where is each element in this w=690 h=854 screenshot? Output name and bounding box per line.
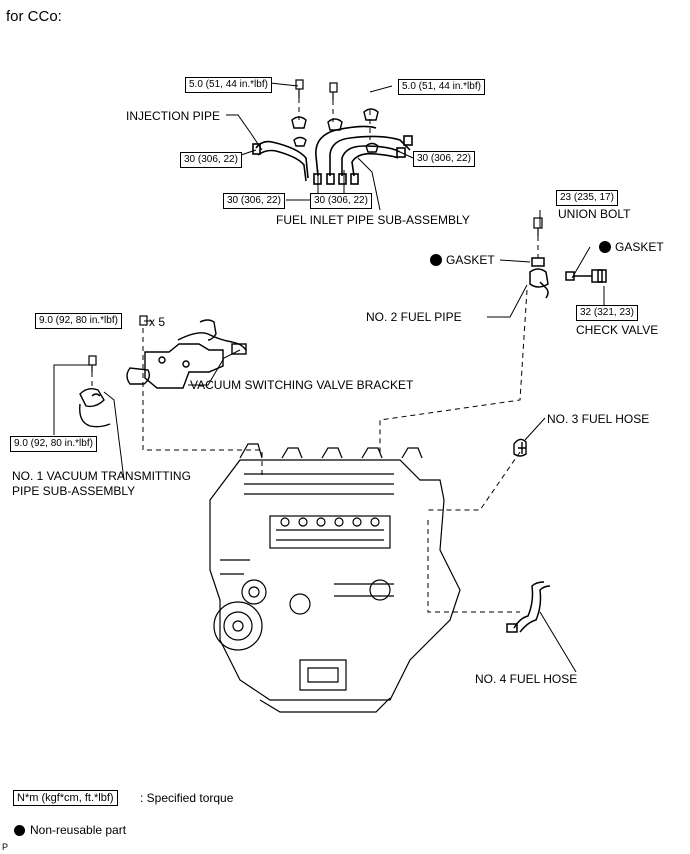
torque-spec-vacuum-pipe-bolt: 9.0 (92, 80 in.*lbf) — [10, 436, 97, 452]
nonreusable-marker-icon — [599, 241, 611, 253]
torque-spec-check-valve: 32 (321, 23) — [576, 305, 638, 321]
torque-spec-injection-pipe-center-left: 30 (306, 22) — [223, 193, 285, 209]
legend-nonreusable-part: Non-reusable part — [30, 823, 127, 837]
label-no1-vacuum-pipe-line1: NO. 1 VACUUM TRANSMITTING — [12, 469, 191, 483]
torque-spec-injection-pipe-right: 30 (306, 22) — [413, 151, 475, 167]
torque-spec-clamp-bolt-right: 5.0 (51, 44 in.*lbf) — [398, 79, 485, 95]
label-check-valve: CHECK VALVE — [576, 323, 659, 337]
label-no1-vacuum-pipe-line2: PIPE SUB-ASSEMBLY — [12, 484, 136, 498]
label-no4-fuel-hose: NO. 4 FUEL HOSE — [475, 672, 578, 686]
legend-torque-description: : Specified torque — [140, 791, 234, 805]
label-fuel-inlet-pipe: FUEL INLET PIPE SUB-ASSEMBLY — [276, 213, 470, 227]
label-bolt-count: x 5 — [149, 315, 166, 329]
label-no2-fuel-pipe: NO. 2 FUEL PIPE — [366, 310, 462, 324]
page-title: for CCo: — [6, 8, 62, 25]
legend-torque-unit-box: N*m (kgf*cm, ft.*lbf) — [13, 790, 118, 806]
label-injection-pipe: INJECTION PIPE — [126, 109, 221, 123]
label-vacuum-switching-valve-bracket: VACUUM SWITCHING VALVE BRACKET — [190, 378, 414, 392]
torque-spec-bracket-bolt: 9.0 (92, 80 in.*lbf) — [35, 313, 122, 329]
torque-spec-clamp-bolt-left: 5.0 (51, 44 in.*lbf) — [185, 77, 272, 93]
torque-spec-union-bolt: 23 (235, 17) — [556, 190, 618, 206]
footer-mark: P — [2, 842, 9, 852]
nonreusable-legend-icon — [14, 825, 25, 836]
label-no3-fuel-hose: NO. 3 FUEL HOSE — [547, 412, 650, 426]
torque-spec-injection-pipe-center-right: 30 (306, 22) — [310, 193, 372, 209]
label-union-bolt: UNION BOLT — [558, 207, 631, 221]
torque-spec-injection-pipe-left: 30 (306, 22) — [180, 152, 242, 168]
label-gasket-left: GASKET — [446, 253, 495, 267]
label-gasket-right: GASKET — [615, 240, 664, 254]
nonreusable-marker-icon — [430, 254, 442, 266]
